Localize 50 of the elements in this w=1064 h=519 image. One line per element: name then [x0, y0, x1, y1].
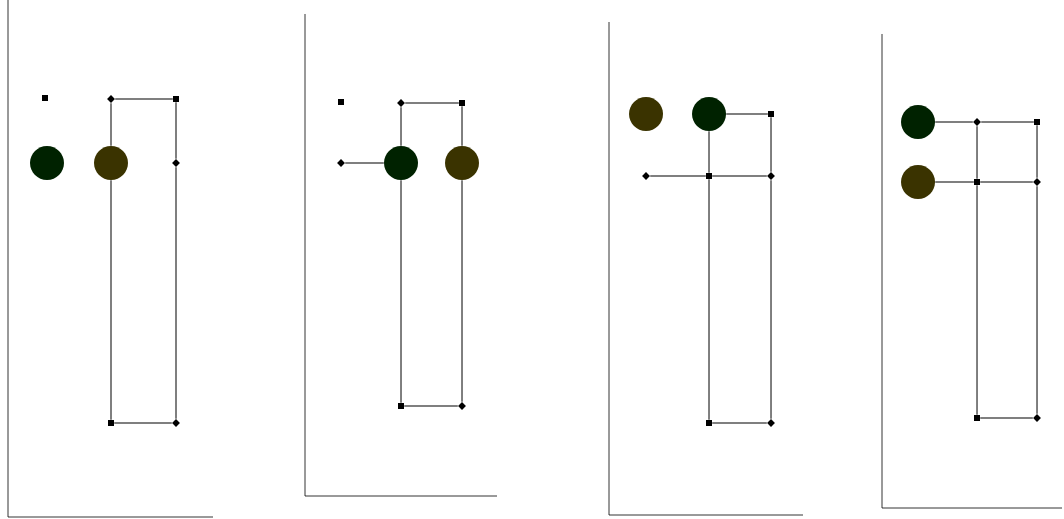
line	[461, 105, 463, 147]
line	[344, 162, 385, 164]
line	[934, 121, 974, 123]
square-marker	[173, 96, 179, 102]
line	[403, 405, 459, 407]
line	[1036, 185, 1038, 415]
line	[711, 422, 768, 424]
line	[980, 121, 1035, 123]
circle	[901, 105, 935, 139]
line	[770, 116, 772, 173]
line	[725, 113, 769, 115]
line	[976, 184, 978, 416]
square-marker	[974, 415, 980, 421]
line	[711, 175, 768, 177]
circle	[30, 146, 64, 180]
circle	[445, 146, 479, 180]
square-marker	[1034, 119, 1040, 125]
circle	[94, 146, 128, 180]
line	[404, 102, 460, 104]
line	[934, 181, 975, 183]
line	[1036, 124, 1038, 179]
square-marker	[338, 99, 344, 105]
square-marker	[42, 95, 48, 101]
line	[114, 98, 174, 100]
circle	[629, 97, 663, 131]
line	[708, 178, 710, 421]
line	[400, 106, 402, 147]
line	[770, 179, 772, 420]
line	[461, 179, 463, 403]
line	[113, 422, 173, 424]
square-marker	[768, 111, 774, 117]
square-marker	[974, 179, 980, 185]
square-marker	[398, 403, 404, 409]
line	[979, 181, 1034, 183]
line	[110, 102, 112, 147]
circle	[384, 146, 418, 180]
circle	[901, 165, 935, 199]
line	[708, 130, 710, 174]
line	[110, 179, 112, 421]
square-marker	[108, 420, 114, 426]
line	[175, 101, 177, 160]
line	[976, 125, 978, 180]
line	[400, 179, 402, 404]
circle	[692, 97, 726, 131]
square-marker	[459, 100, 465, 106]
square-marker	[706, 173, 712, 179]
line	[979, 417, 1034, 419]
square-marker	[706, 420, 712, 426]
line	[649, 175, 707, 177]
line	[175, 166, 177, 420]
